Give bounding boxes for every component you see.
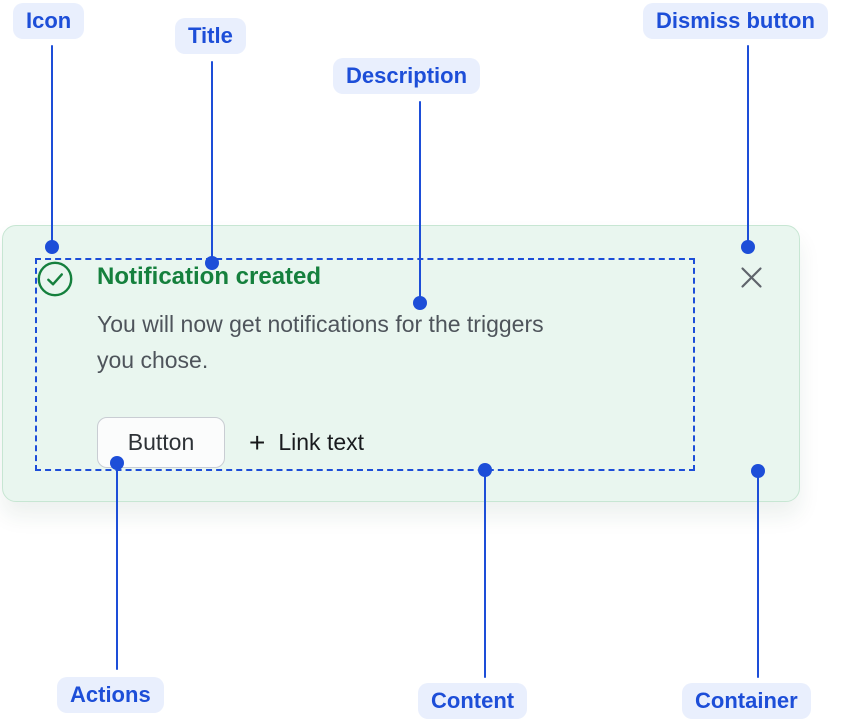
callout-label-actions: Actions bbox=[57, 677, 164, 713]
icon-callout-dot bbox=[45, 240, 59, 254]
action-button[interactable]: Button bbox=[97, 417, 225, 468]
title-callout-dot bbox=[205, 256, 219, 270]
actions-callout-dot bbox=[110, 456, 124, 470]
dismiss-button[interactable] bbox=[729, 257, 773, 301]
callout-label-title: Title bbox=[175, 18, 246, 54]
dismiss-callout-line bbox=[746, 45, 750, 247]
callout-label-icon: Icon bbox=[13, 3, 85, 39]
close-icon bbox=[739, 265, 764, 293]
callout-label-container: Container bbox=[682, 683, 811, 719]
notification-actions: Button + Link text bbox=[97, 417, 364, 468]
callout-label-dismiss-button: Dismiss button bbox=[643, 3, 828, 39]
link-action[interactable]: + Link text bbox=[249, 426, 365, 458]
plus-icon: + bbox=[249, 426, 266, 458]
notification-description: You will now get notifications for the t… bbox=[97, 306, 544, 378]
icon-callout-line bbox=[50, 45, 54, 247]
content-callout-dot bbox=[478, 463, 492, 477]
description-callout-dot bbox=[413, 296, 427, 310]
description-callout-line bbox=[418, 101, 422, 303]
link-label: Link text bbox=[278, 429, 365, 455]
dismiss-callout-dot bbox=[741, 240, 755, 254]
check-circle-icon bbox=[37, 261, 73, 297]
content-region: Notification created You will now get no… bbox=[35, 258, 695, 471]
container-callout-dot bbox=[751, 464, 765, 478]
title-callout-line bbox=[210, 61, 214, 263]
callout-label-description: Description bbox=[333, 58, 481, 94]
notification-container: Notification created You will now get no… bbox=[2, 225, 800, 502]
content-callout-line bbox=[483, 470, 487, 678]
actions-callout-line bbox=[115, 463, 119, 670]
container-callout-line bbox=[756, 471, 760, 678]
callout-label-content: Content bbox=[418, 683, 528, 719]
description-line: you chose. bbox=[97, 347, 209, 373]
description-line: You will now get notifications for the t… bbox=[97, 311, 544, 337]
